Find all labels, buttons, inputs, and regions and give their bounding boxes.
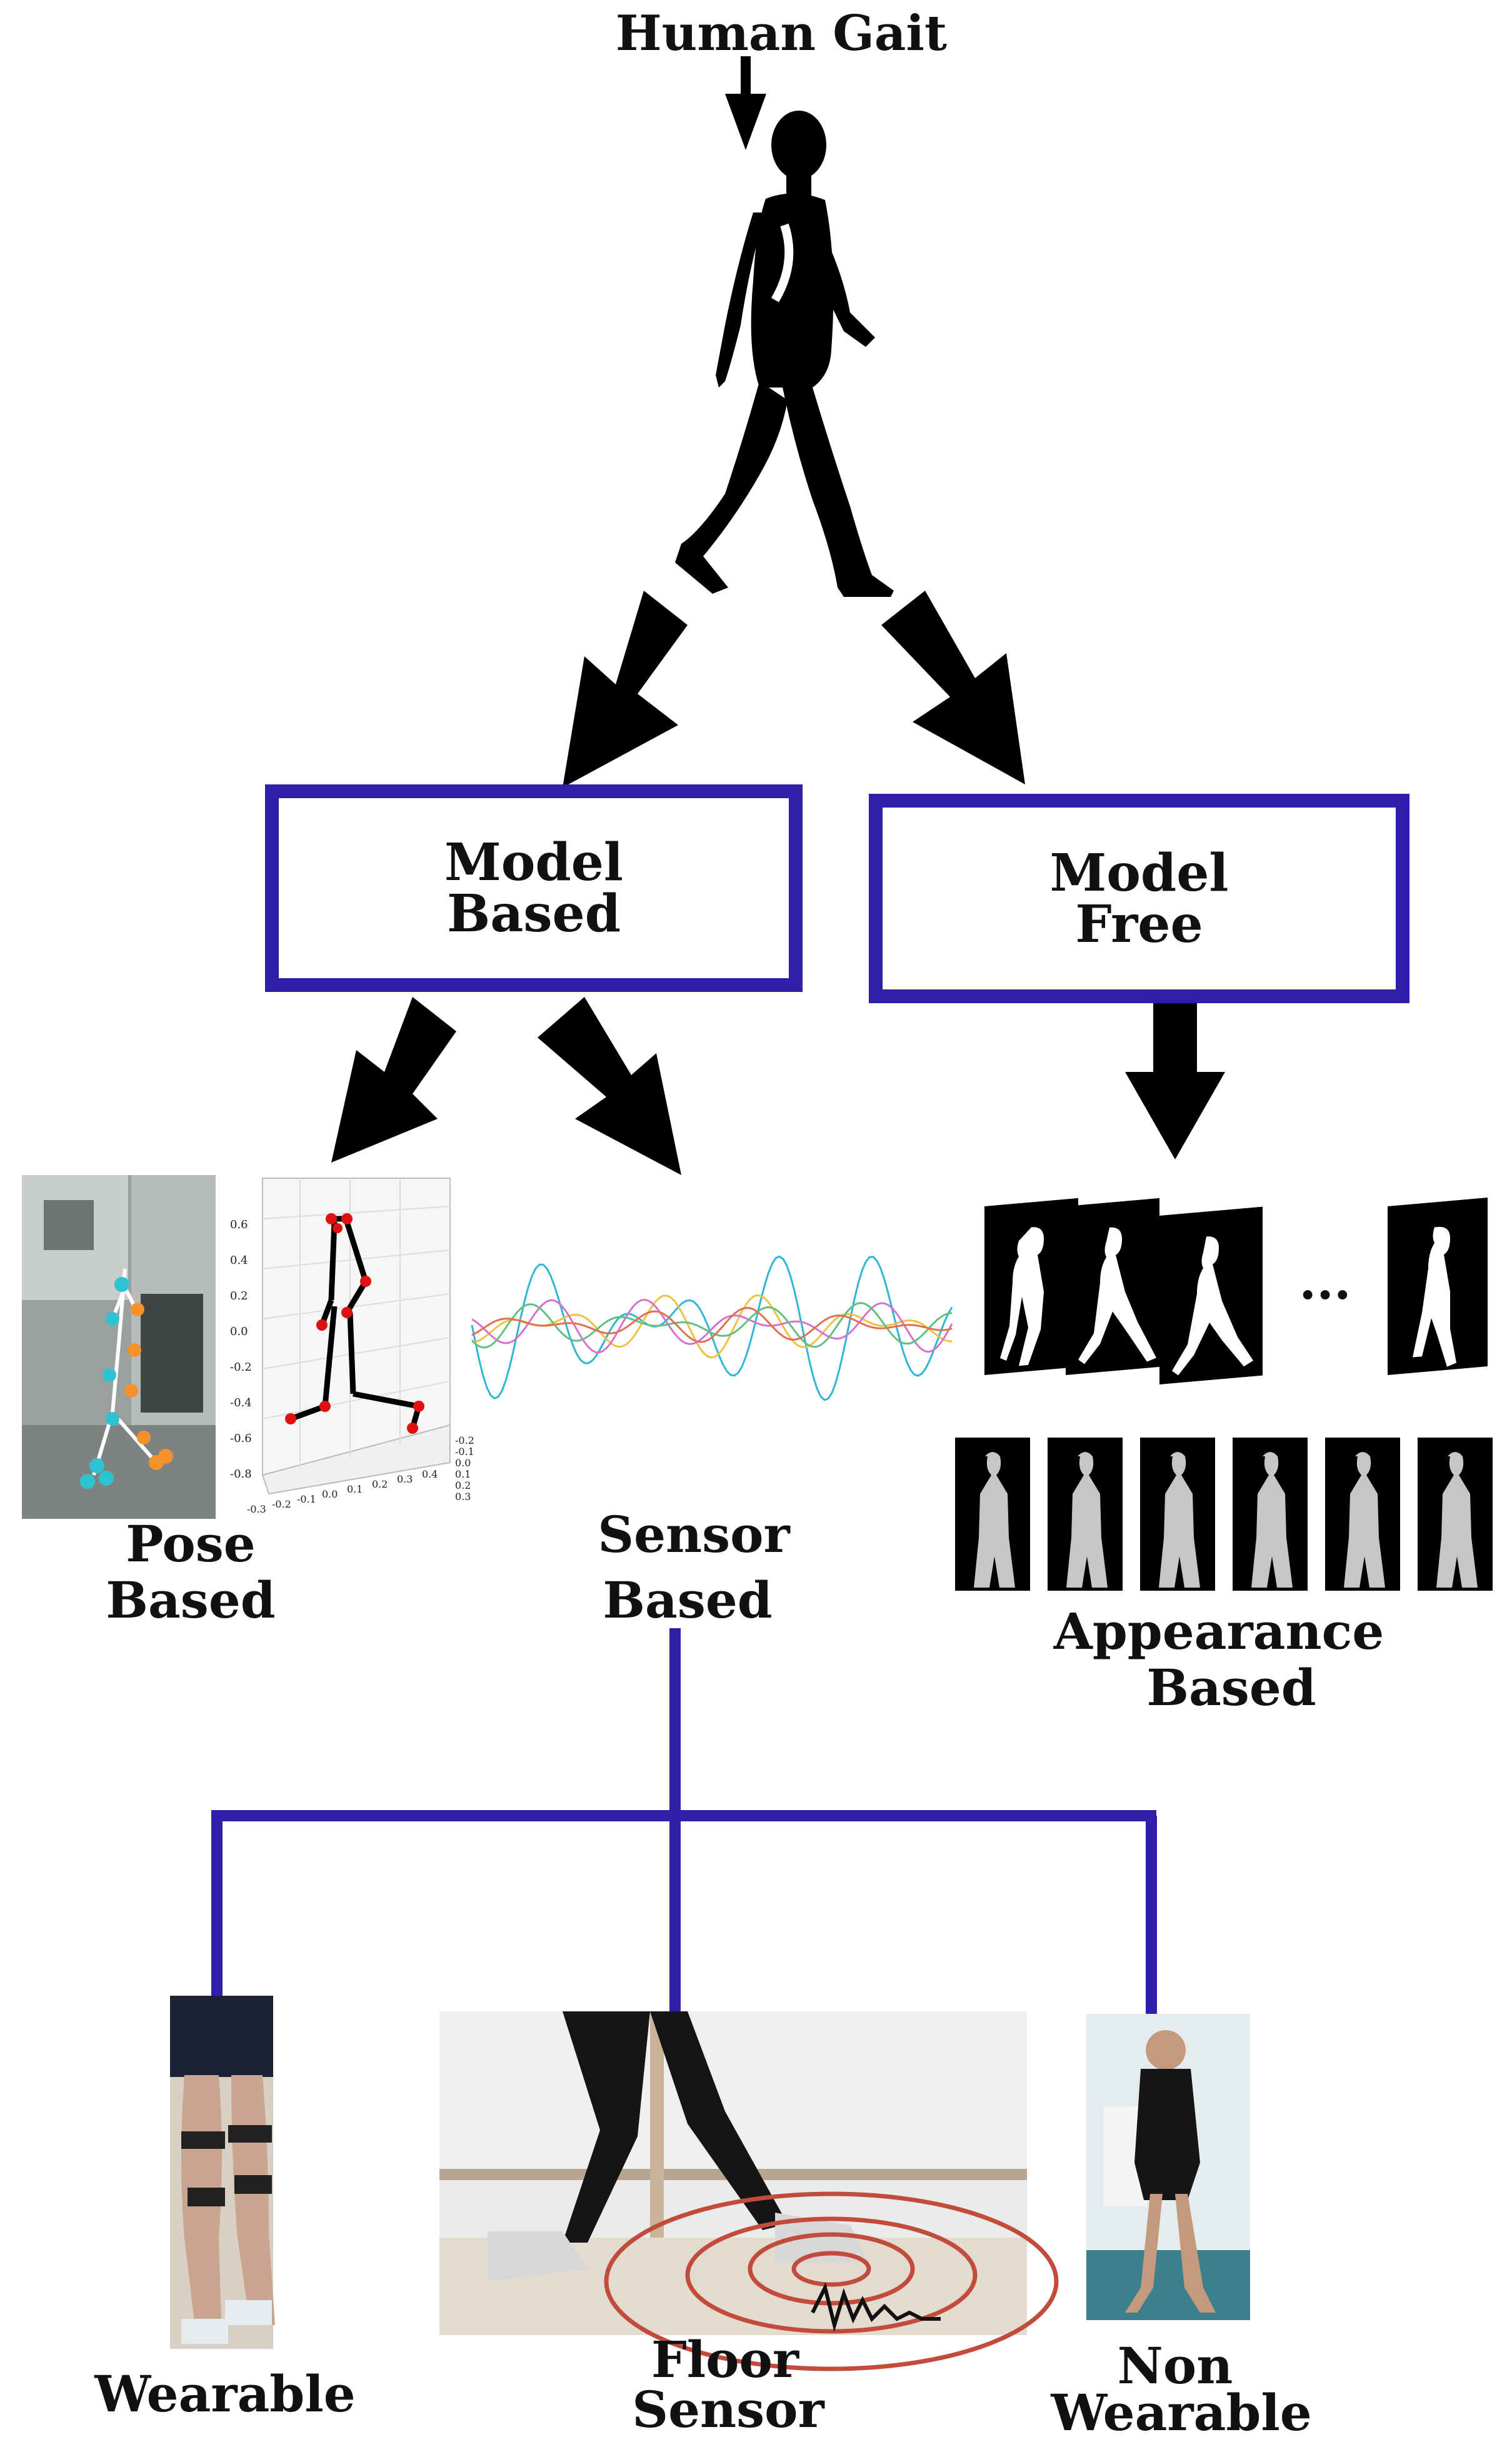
model-based-label-line1: Model [444, 833, 624, 893]
appearance-based-label-line2: Based [1146, 1658, 1316, 1717]
appearance-based-label-line1: Appearance [1053, 1602, 1384, 1661]
pose-plot-z-tick: 0.1 [455, 1468, 471, 1480]
arrow-to-model-free [881, 591, 1025, 784]
sensor-based-label-line1: Sensor [598, 1505, 790, 1564]
non-wearable-label-line2: Wearable [1051, 2383, 1312, 2442]
wearable-label: Wearable [94, 2364, 356, 2423]
ellipsis: ... [1299, 1252, 1351, 1311]
pose-plot-y-tick: 0.0 [230, 1325, 248, 1338]
pose-plot-y-tick: 0.6 [230, 1218, 248, 1231]
arrow-to-appearance-based [1125, 1003, 1225, 1159]
pose-based-label-line2: Based [106, 1571, 276, 1629]
walking-human-icon [675, 111, 894, 597]
gait-energy-silhouette [1251, 1452, 1293, 1588]
pose-plot-y-tick: -0.2 [230, 1361, 252, 1374]
sensor-based-label-line2: Based [603, 1571, 773, 1629]
pose-plot-z-tick: 0.0 [455, 1457, 471, 1469]
sensor-signal-line [471, 1294, 953, 1359]
pose-plot-y-tick: -0.8 [230, 1468, 252, 1481]
arrow-to-model-based [563, 591, 688, 788]
arrow-to-pose-based [331, 997, 456, 1163]
model-based-box: Model Based [265, 784, 803, 992]
sensor-signal-line [471, 1302, 953, 1349]
gait-energy-silhouette [974, 1452, 1015, 1588]
pose-plot-x-tick: 0.4 [422, 1468, 438, 1480]
floor-sensor-label-line1: Floor [651, 2330, 799, 2389]
model-free-label-line1: Model [1049, 843, 1229, 903]
silhouette-frames [984, 1198, 1488, 1384]
pose-photo [22, 1175, 216, 1519]
gait-energy-silhouette [1436, 1452, 1478, 1588]
sensor-signal-line [471, 1306, 953, 1343]
pose-plot-x-tick: 0.1 [347, 1483, 363, 1495]
sensor-tree-connectors [211, 1628, 1157, 2016]
pose-plot-x-tick: -0.3 [247, 1503, 266, 1515]
pose-plot-y-tick: 0.4 [230, 1254, 248, 1267]
wearable-photo [170, 1996, 275, 2349]
floor-sensor-photo [439, 2011, 1059, 2371]
pose-plot-y-tick: -0.4 [230, 1396, 252, 1409]
pose-plot-y-tick: -0.6 [230, 1432, 252, 1445]
pose-based-label-line1: Pose [126, 1514, 256, 1573]
pose-plot-x-tick: -0.2 [272, 1498, 291, 1510]
gait-energy-silhouette [1159, 1452, 1200, 1588]
pose-plot-z-tick: 0.2 [455, 1479, 471, 1491]
pose-plot-x-tick: -0.1 [297, 1493, 316, 1505]
pose-plot-z-tick: 0.3 [455, 1491, 471, 1503]
gait-energy-images [955, 1438, 1493, 1591]
non-wearable-label-line1: Non [1117, 2336, 1233, 2395]
floor-sensor-label-line2: Sensor [632, 2380, 824, 2439]
pose-plot-z-tick: -0.1 [455, 1446, 474, 1458]
arrow-to-sensor-based [538, 997, 681, 1175]
model-based-label-line2: Based [446, 884, 621, 944]
pose-plot-x-tick: 0.0 [322, 1488, 338, 1500]
pose-plot-z-tick: -0.2 [455, 1434, 474, 1446]
gait-energy-silhouette [1344, 1452, 1385, 1588]
pose-3d-plot: 0.60.40.20.0-0.2-0.4-0.6-0.8 -0.3-0.2-0.… [230, 1178, 474, 1515]
sensor-signal-plot [471, 1255, 953, 1401]
model-free-box: Model Free [869, 794, 1409, 1003]
pose-plot-y-tick: 0.2 [230, 1289, 248, 1303]
pose-plot-x-tick: 0.2 [372, 1478, 388, 1490]
model-free-label-line2: Free [1075, 894, 1203, 954]
title-arrow [725, 56, 766, 150]
non-wearable-photo [1086, 2014, 1250, 2320]
diagram-title: Human Gait [615, 5, 948, 62]
pose-plot-x-tick: 0.3 [397, 1473, 413, 1485]
gait-energy-silhouette [1066, 1452, 1108, 1588]
